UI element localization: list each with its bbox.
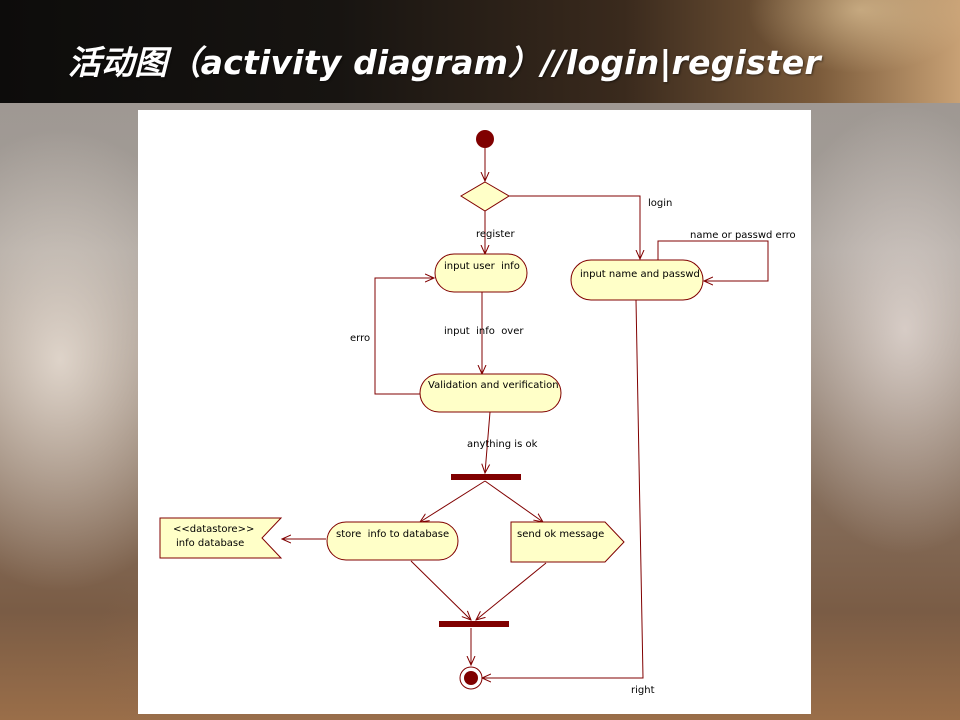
activity-diagram: input user info input name and passwd Va… (159, 130, 796, 696)
edge-fork-store (420, 480, 486, 522)
end-node (464, 671, 478, 685)
slide-title: 活动图（activity diagram）//login|register (68, 43, 821, 82)
label-input-info-over: input info over (444, 326, 524, 337)
datastore-name: info database (176, 538, 244, 549)
edge-login (509, 195, 640, 259)
label-register: register (476, 229, 515, 240)
edge-name-passwd-erro (657, 240, 769, 281)
decision-node (460, 181, 510, 212)
action-input-user-info (434, 253, 528, 293)
edge-send-join (476, 562, 547, 620)
label-login: login (648, 198, 672, 209)
action-validation (419, 373, 562, 413)
start-node (476, 130, 494, 148)
label-erro: erro (350, 333, 370, 344)
edge-anything-ok (485, 411, 491, 473)
title-bar (0, 0, 960, 103)
action-store-info (326, 521, 459, 561)
action-input-name-passwd-label: input name and passwd (580, 269, 700, 280)
fork-bar (451, 474, 521, 480)
action-input-name-passwd (570, 259, 704, 301)
datastore-node (159, 517, 283, 559)
signal-send-ok (510, 521, 625, 563)
edge-right (482, 299, 644, 678)
action-store-info-label: store info to database (336, 529, 449, 540)
datastore-stereotype: <<datastore>> (173, 524, 254, 535)
action-validation-label: Validation and verification (428, 380, 559, 391)
edge-erro (374, 278, 434, 395)
label-anything-ok: anything is ok (467, 439, 538, 450)
action-input-user-info-label: input user info (444, 261, 520, 272)
label-name-passwd-erro: name or passwd erro (690, 230, 796, 241)
edge-fork-send (484, 480, 543, 522)
diagram-canvas: input user info input name and passwd Va… (138, 110, 811, 714)
join-bar (439, 621, 509, 627)
signal-send-ok-label: send ok message (517, 529, 604, 540)
edge-store-join (410, 560, 471, 620)
label-right: right (631, 685, 655, 696)
